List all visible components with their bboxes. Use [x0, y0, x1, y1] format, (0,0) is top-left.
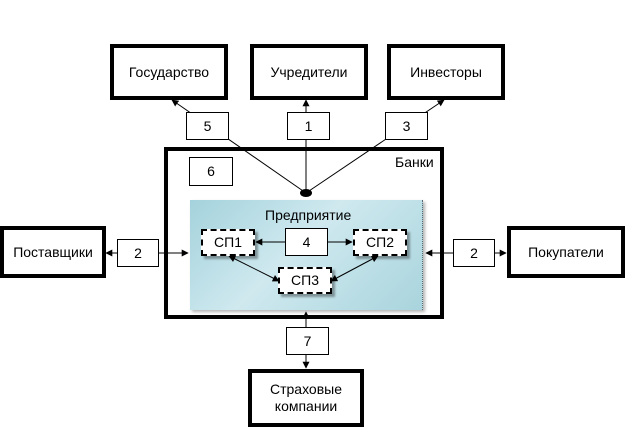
label-1: 1	[287, 112, 330, 140]
buyers-box: Покупатели	[507, 226, 625, 278]
label-4: 4	[285, 228, 328, 256]
label-7: 7	[286, 327, 329, 355]
label-2-left: 2	[117, 239, 159, 267]
insurance-box: Страховые компании	[248, 369, 364, 427]
state-label: Государство	[128, 63, 210, 80]
arrow-sp2-sp3	[330, 255, 379, 282]
enterprise-label: Предприятие	[265, 207, 352, 223]
insurance-label-line1: Страховые	[269, 381, 342, 397]
connector-hub	[300, 189, 312, 197]
sp1-box: СП1	[201, 229, 255, 256]
label-3: 3	[385, 112, 428, 140]
investors-box: Инвесторы	[387, 44, 505, 100]
label-2-right: 2	[453, 239, 495, 267]
sp2-box: СП2	[353, 229, 407, 256]
arrow-sp1-sp3	[228, 255, 280, 282]
sp3-box: СП3	[278, 267, 332, 294]
insurance-label-line2: компании	[274, 398, 338, 414]
suppliers-box: Поставщики	[0, 226, 106, 278]
banks-frame	[164, 147, 444, 319]
investors-label: Инвесторы	[410, 63, 482, 80]
state-box: Государство	[110, 44, 228, 100]
label-5: 5	[186, 112, 229, 140]
label-6: 6	[189, 157, 233, 186]
banks-label: Банки	[395, 154, 434, 170]
founders-label: Учредители	[270, 63, 348, 80]
founders-box: Учредители	[250, 44, 368, 100]
